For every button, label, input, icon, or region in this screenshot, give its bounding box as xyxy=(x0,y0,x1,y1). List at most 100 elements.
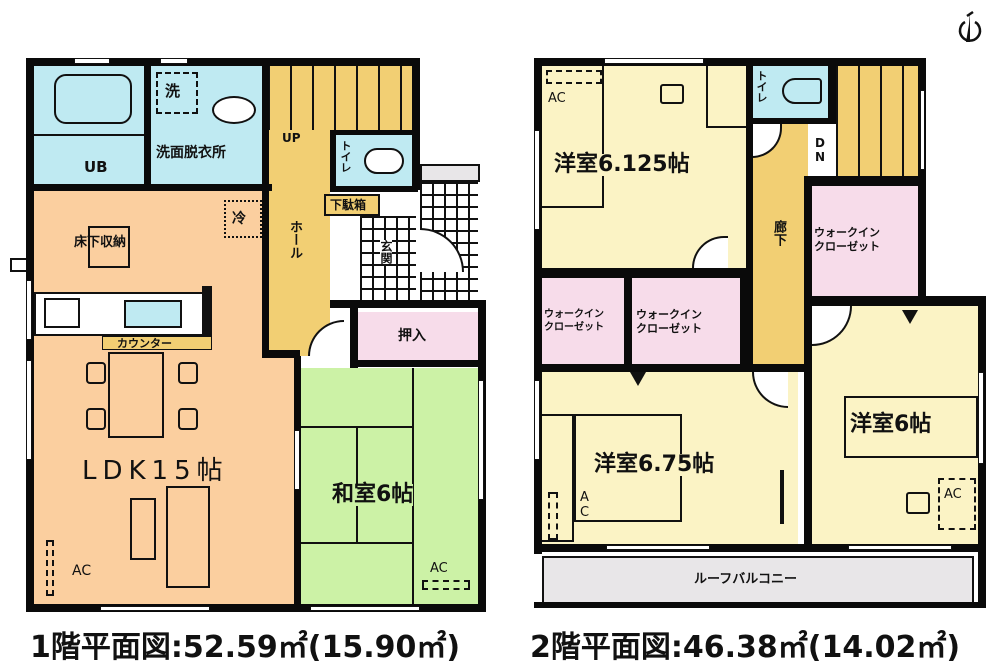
window xyxy=(26,280,32,340)
label-ac-2: AC xyxy=(577,490,592,520)
fridge-space xyxy=(224,200,262,238)
label-closet: 押入 xyxy=(398,328,426,344)
label-fridge: 冷 xyxy=(232,211,246,227)
window xyxy=(848,545,952,550)
floor2-caption: 2階平面図:46.38㎡(14.02㎡) xyxy=(530,630,961,665)
washer-space xyxy=(156,72,198,114)
room-toilet-2f: トイレ xyxy=(752,66,828,118)
room-toilet-1f: トイレ xyxy=(336,134,412,188)
label-wic-left-2: ウォークイン クローゼット xyxy=(636,308,702,336)
label-washitsu: 和室6帖 xyxy=(332,482,414,507)
window xyxy=(74,58,110,64)
label-toilet-1f: トイレ xyxy=(339,140,352,173)
floor-plan-1f: UB 洗 洗面脱衣所 冷 床下収納 カウンター LDK15帖 AC xyxy=(10,58,486,665)
closet-unit xyxy=(542,414,574,542)
sink xyxy=(124,300,182,328)
window xyxy=(920,90,925,170)
desk xyxy=(706,66,746,128)
label-shoe-box: 下駄箱 xyxy=(330,198,367,212)
label-roof-balcony: ルーフバルコニー xyxy=(694,572,797,587)
door-toilet-2f xyxy=(752,124,782,158)
bed xyxy=(844,396,978,458)
label-hall: ホール xyxy=(287,220,302,259)
chair xyxy=(660,84,684,104)
room-wic-left-2: ウォークイン クローゼット xyxy=(632,278,740,364)
label-ldk: LDK15帖 xyxy=(82,456,229,486)
north-arrow-icon xyxy=(955,8,985,44)
ac-unit xyxy=(938,478,976,530)
window xyxy=(100,606,210,611)
room-closet: 押入 xyxy=(358,312,478,362)
window xyxy=(310,606,420,611)
closet-unit xyxy=(542,66,604,208)
window xyxy=(26,360,32,460)
room-western-1: AC 洋室6.125帖 xyxy=(542,66,746,268)
label-ac-1: AC xyxy=(548,91,566,106)
window xyxy=(604,58,704,64)
door-western-3 xyxy=(812,306,852,346)
chair xyxy=(178,408,198,430)
label-ac-washitsu: AC xyxy=(430,561,448,576)
label-counter: カウンター xyxy=(117,337,172,350)
bathtub xyxy=(54,74,132,124)
staircase-2f xyxy=(836,66,918,176)
ac-unit xyxy=(546,70,602,84)
door-western-2 xyxy=(752,372,788,408)
chair xyxy=(906,492,930,514)
label-western-3: 洋室6帖 xyxy=(850,412,932,437)
label-stairs-up: UP xyxy=(282,131,301,145)
underfloor-storage xyxy=(88,226,130,268)
label-stairs-down: DN xyxy=(813,136,827,164)
exterior-outlet xyxy=(10,258,26,272)
sofa xyxy=(166,486,210,588)
label-corridor: 廊下 xyxy=(771,220,786,246)
label-washroom: 洗面脱衣所 xyxy=(156,145,226,161)
label-toilet-2f: トイレ xyxy=(755,70,768,103)
chair xyxy=(86,408,106,430)
room-ldk: 冷 床下収納 カウンター LDK15帖 AC xyxy=(32,190,294,608)
wall-hook xyxy=(780,470,784,524)
window xyxy=(534,380,540,460)
shoe-box: 下駄箱 xyxy=(324,194,380,216)
ac-unit xyxy=(422,580,470,590)
ac-unit xyxy=(46,540,54,596)
room-wic-left-1: ウォークイン クローゼット xyxy=(542,278,624,364)
wash-basin xyxy=(212,96,256,124)
window xyxy=(534,130,540,230)
floor1-caption: 1階平面図:52.59㎡(15.90㎡) xyxy=(30,630,461,665)
room-unit-bath: UB xyxy=(32,66,144,184)
window xyxy=(478,380,484,500)
staircase-1f xyxy=(268,66,412,130)
toilet-fixture xyxy=(782,78,822,104)
chair xyxy=(178,362,198,384)
chair xyxy=(86,362,106,384)
coffee-table xyxy=(130,498,156,560)
window xyxy=(294,430,300,490)
kitchen-counter xyxy=(34,292,204,336)
window xyxy=(160,58,188,64)
room-hall: UP ホール xyxy=(268,130,344,356)
room-washroom: 洗 洗面脱衣所 xyxy=(150,66,262,184)
room-washitsu: 和室6帖 AC xyxy=(300,368,478,606)
stove xyxy=(44,298,80,328)
counter-bar: カウンター xyxy=(102,336,212,350)
ac-unit xyxy=(548,492,558,540)
label-wic-left-1: ウォークイン クローゼット xyxy=(544,309,604,333)
door-western-1 xyxy=(692,236,728,268)
label-underfloor-storage: 床下収納 xyxy=(74,235,127,250)
window xyxy=(606,545,710,550)
label-ac-3: AC xyxy=(944,487,962,502)
dining-table xyxy=(108,352,164,438)
label-unit-bath: UB xyxy=(84,158,108,176)
room-corridor: DN 廊下 xyxy=(752,124,827,364)
room-western-2: 洋室6.75帖 AC xyxy=(542,372,798,544)
label-western-1: 洋室6.125帖 xyxy=(554,152,690,177)
label-western-2: 洋室6.75帖 xyxy=(594,452,715,477)
roof-balcony: ルーフバルコニー xyxy=(542,556,974,604)
room-western-3: 洋室6帖 AC xyxy=(808,306,978,544)
label-washer: 洗 xyxy=(165,82,181,100)
label-entrance: 玄関 xyxy=(379,240,393,264)
label-wic-right: ウォークイン クローゼット xyxy=(814,226,880,253)
window xyxy=(978,372,984,464)
